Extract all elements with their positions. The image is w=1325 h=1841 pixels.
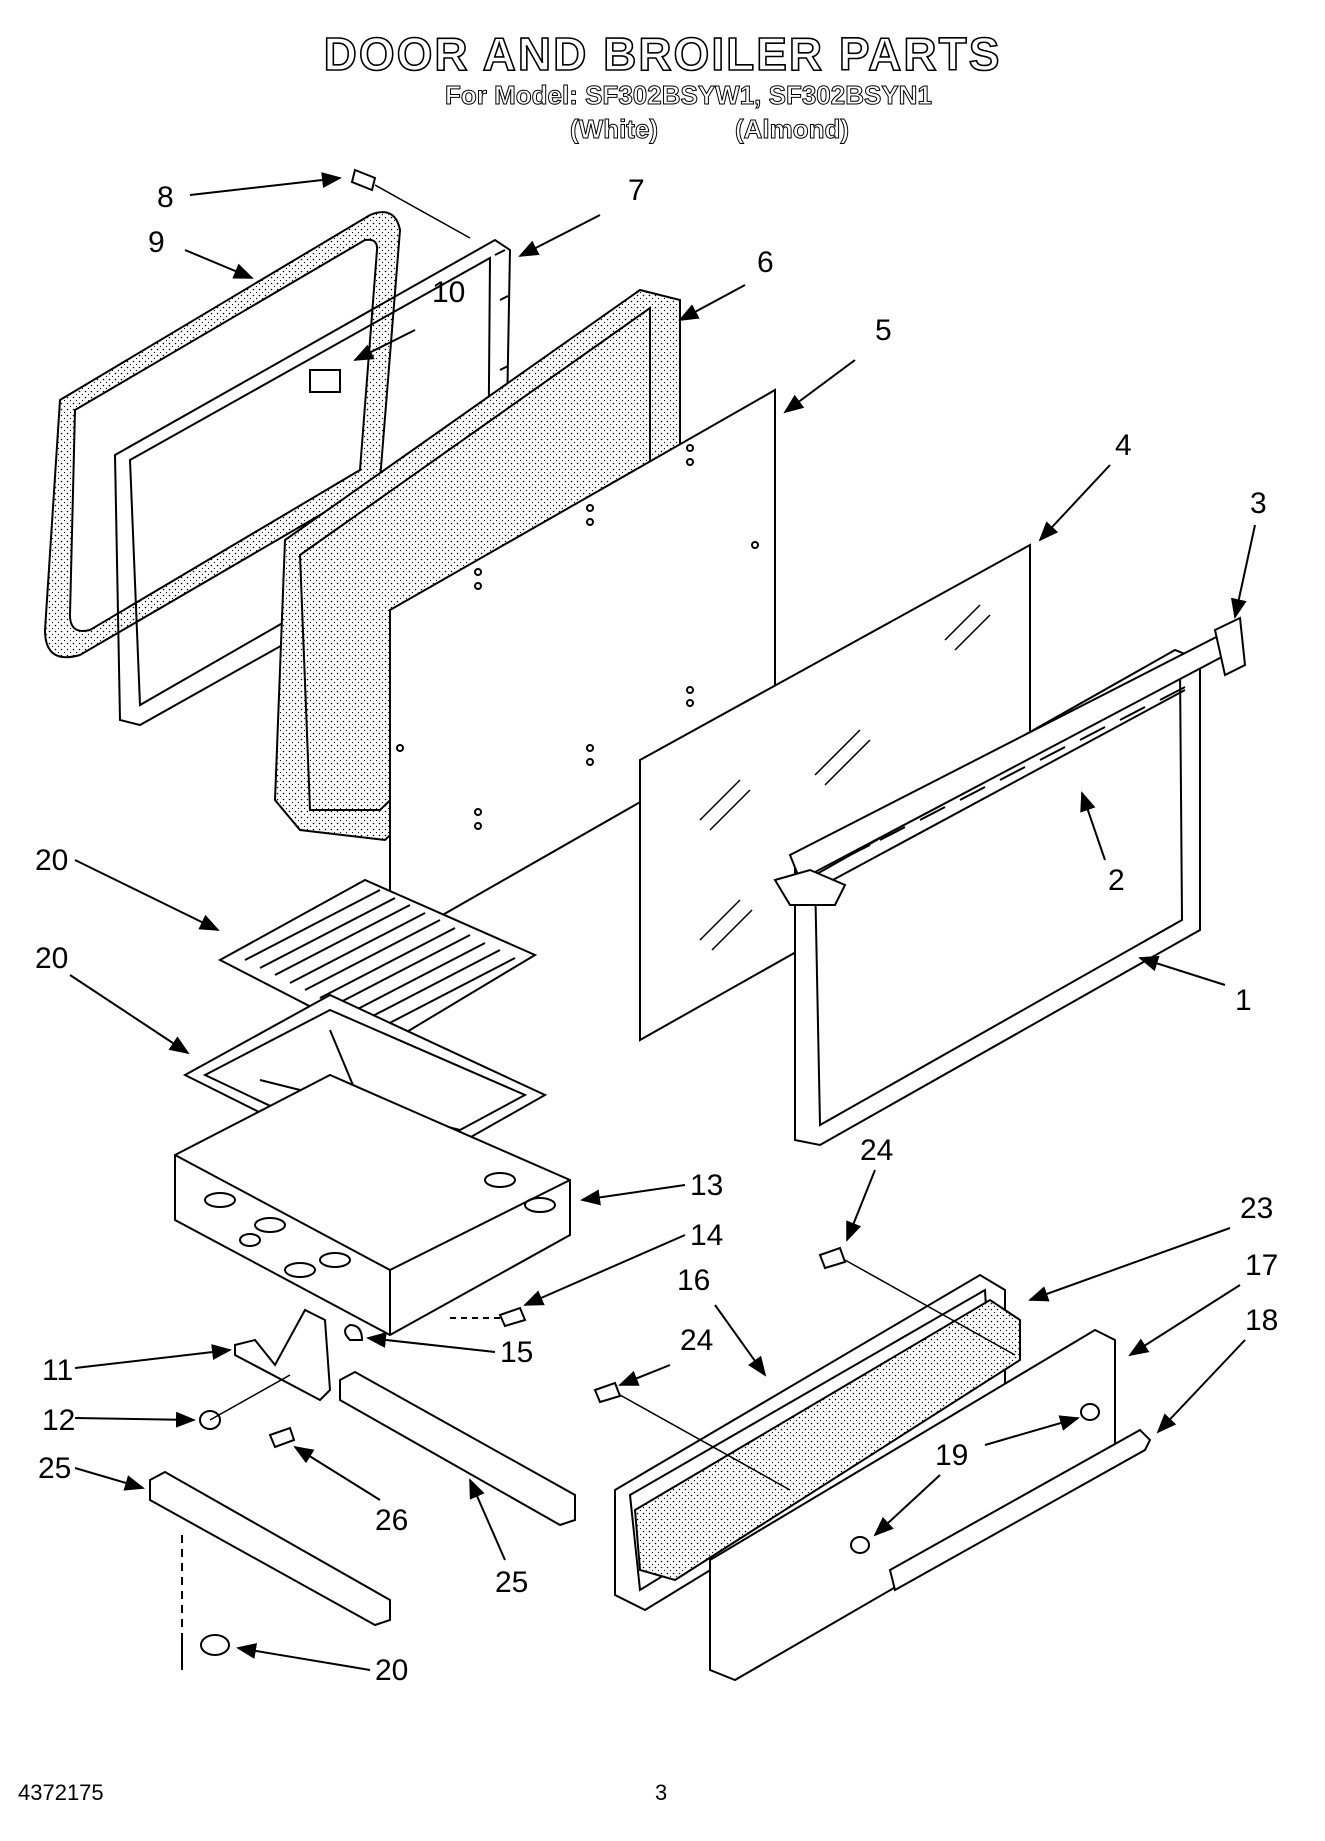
callout-7: 7 bbox=[628, 174, 645, 207]
callout-22: 20 bbox=[35, 942, 68, 975]
leader-21 bbox=[74, 859, 220, 931]
callout-12: 12 bbox=[42, 1404, 75, 1437]
part-13-broiler-pan bbox=[174, 1073, 571, 1337]
callout-16: 16 bbox=[677, 1264, 710, 1297]
part-23-drawer-insulation bbox=[633, 1298, 1021, 1582]
leader-24-lower bbox=[618, 1364, 671, 1386]
callout-21: 20 bbox=[35, 844, 68, 877]
callout-1: 1 bbox=[1235, 984, 1252, 1017]
leader-16 bbox=[714, 1304, 767, 1377]
model-line: For Model: SF302BSYW1, SF302BSYN1 bbox=[445, 80, 933, 111]
callout-14: 14 bbox=[690, 1219, 723, 1252]
leader-12 bbox=[74, 1411, 196, 1428]
callout-13: 13 bbox=[690, 1169, 723, 1202]
leader-1 bbox=[1138, 955, 1226, 986]
leader-4 bbox=[1038, 464, 1111, 542]
callout-15: 15 bbox=[500, 1336, 533, 1369]
leader-10 bbox=[353, 329, 416, 361]
leader-2 bbox=[1080, 791, 1106, 861]
variant-white: (White) bbox=[569, 114, 659, 145]
part-18-drawer-handle bbox=[888, 1428, 1152, 1592]
leader-15 bbox=[366, 1332, 496, 1353]
callout-25-left: 25 bbox=[38, 1452, 71, 1485]
part-20-leveling-foot bbox=[181, 1634, 230, 1670]
callout-9: 9 bbox=[148, 226, 165, 259]
page-number: 3 bbox=[655, 1780, 668, 1805]
variant-almond: (Almond) bbox=[734, 114, 850, 145]
leader-17 bbox=[1128, 1284, 1241, 1357]
leader-11 bbox=[74, 1344, 232, 1369]
callout-25-right: 25 bbox=[495, 1566, 528, 1599]
leader-20 bbox=[236, 1643, 371, 1671]
leader-25-left bbox=[74, 1467, 145, 1491]
part-8-screw bbox=[350, 168, 471, 239]
part-24-screw-lower bbox=[593, 1381, 791, 1491]
part-15-clip bbox=[344, 1323, 364, 1341]
callout-17: 17 bbox=[1245, 1249, 1278, 1282]
callout-5: 5 bbox=[875, 314, 892, 347]
leader-13 bbox=[580, 1184, 686, 1206]
callout-24-lower: 24 bbox=[680, 1324, 713, 1357]
callout-24-upper: 24 bbox=[860, 1134, 893, 1167]
callout-10: 10 bbox=[432, 276, 465, 309]
leader-9 bbox=[184, 249, 254, 279]
part-24-screw-upper bbox=[818, 1246, 1016, 1356]
leader-7 bbox=[518, 214, 601, 257]
part-12-bumper bbox=[199, 1374, 291, 1430]
leader-6 bbox=[678, 284, 746, 321]
callout-11: 11 bbox=[42, 1354, 73, 1387]
leader-3 bbox=[1231, 524, 1256, 619]
leader-8 bbox=[189, 172, 342, 196]
callout-6: 6 bbox=[757, 246, 774, 279]
callout-19: 19 bbox=[935, 1439, 968, 1472]
document-number: 4372175 bbox=[18, 1780, 104, 1805]
leader-22 bbox=[69, 974, 190, 1055]
callout-3: 3 bbox=[1250, 487, 1267, 520]
part-19-spacer-upper bbox=[1080, 1403, 1100, 1421]
callout-2: 2 bbox=[1108, 864, 1125, 897]
part-14-rack-clip bbox=[450, 1306, 527, 1328]
callout-20: 20 bbox=[375, 1654, 408, 1687]
callout-23: 23 bbox=[1240, 1192, 1273, 1225]
leader-5 bbox=[783, 359, 856, 414]
part-3-handle-bracket bbox=[773, 616, 1247, 906]
leader-26 bbox=[293, 1445, 381, 1501]
part-26-screw bbox=[268, 1426, 296, 1449]
leader-18 bbox=[1156, 1339, 1246, 1434]
callout-4: 4 bbox=[1115, 429, 1132, 462]
leader-25-right bbox=[469, 1478, 506, 1561]
part-25-rail-left bbox=[149, 1470, 391, 1640]
callout-8: 8 bbox=[157, 181, 174, 214]
part-25-rail-right bbox=[339, 1370, 576, 1527]
part-19-spacer-lower bbox=[850, 1536, 870, 1554]
page-title: DOOR AND BROILER PARTS bbox=[323, 28, 1002, 80]
leader-23 bbox=[1028, 1227, 1231, 1302]
leader-24-upper bbox=[846, 1169, 876, 1242]
part-11-bracket bbox=[234, 1308, 332, 1402]
callout-18: 18 bbox=[1245, 1304, 1278, 1337]
leader-14 bbox=[523, 1234, 686, 1306]
header: DOOR AND BROILER PARTS bbox=[0, 28, 1325, 80]
leader-19-lower bbox=[873, 1474, 941, 1537]
leader-19-upper bbox=[984, 1415, 1080, 1446]
callout-26: 26 bbox=[375, 1504, 408, 1537]
